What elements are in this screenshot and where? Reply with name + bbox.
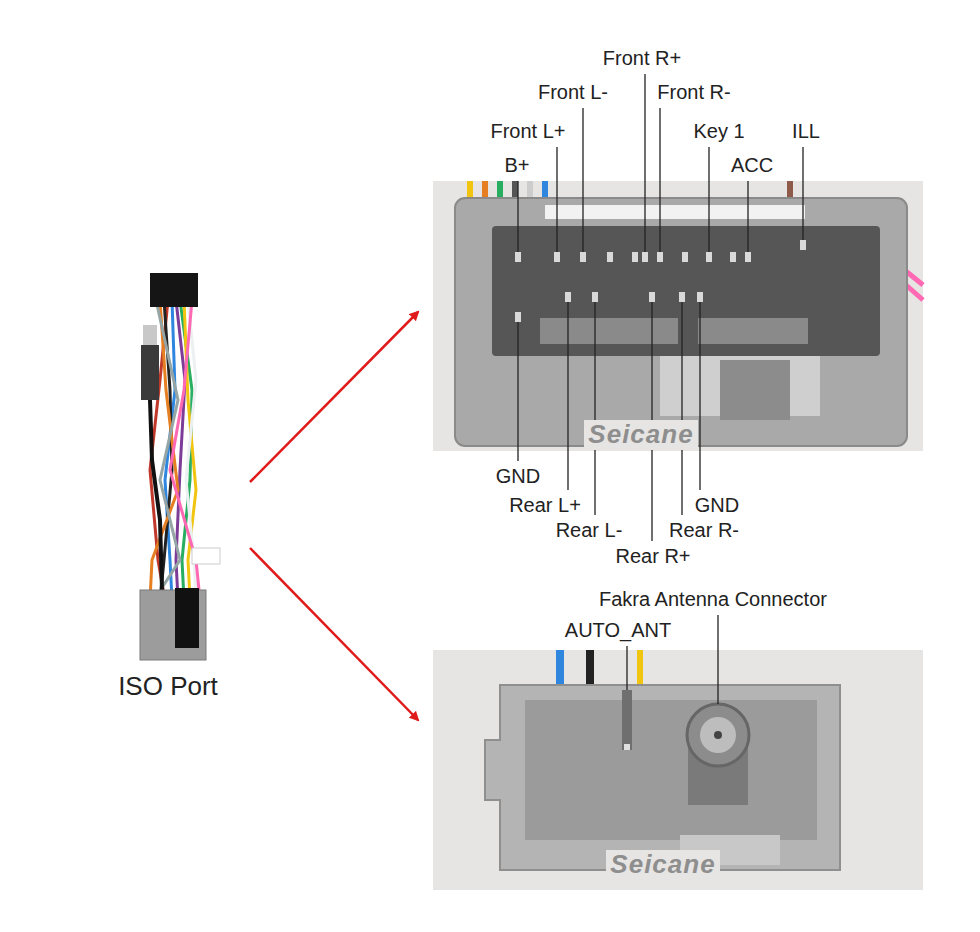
pin-label: Front L+ bbox=[490, 120, 565, 143]
watermark: Seicane bbox=[584, 420, 697, 450]
watermark: Seicane bbox=[606, 850, 719, 880]
pin-label: GND bbox=[695, 494, 739, 517]
pin-label: Front R- bbox=[657, 81, 730, 104]
pin-label: Rear L+ bbox=[509, 494, 581, 517]
wire-harness bbox=[140, 273, 220, 660]
main-connector-photo bbox=[433, 181, 923, 451]
pin-label: Key 1 bbox=[693, 120, 744, 143]
port-caption: ISO Port bbox=[118, 672, 218, 702]
pin-label: Front L- bbox=[538, 81, 608, 104]
pin-label: Rear L- bbox=[556, 519, 623, 542]
pin-label: AUTO_ANT bbox=[565, 619, 671, 642]
pointer-arrow bbox=[250, 312, 418, 482]
pin-label: Rear R+ bbox=[615, 545, 690, 568]
pointer-arrow bbox=[250, 548, 418, 720]
pin-label: ILL bbox=[792, 120, 820, 143]
pin-label: GND bbox=[496, 465, 540, 488]
antenna-connector-photo bbox=[433, 650, 923, 890]
pin-label: Front R+ bbox=[603, 47, 681, 70]
pin-label: Rear R- bbox=[669, 519, 739, 542]
connector-label: Fakra Antenna Connector bbox=[599, 588, 827, 611]
pin-label: B+ bbox=[504, 154, 529, 177]
pin-label: ACC bbox=[731, 154, 773, 177]
